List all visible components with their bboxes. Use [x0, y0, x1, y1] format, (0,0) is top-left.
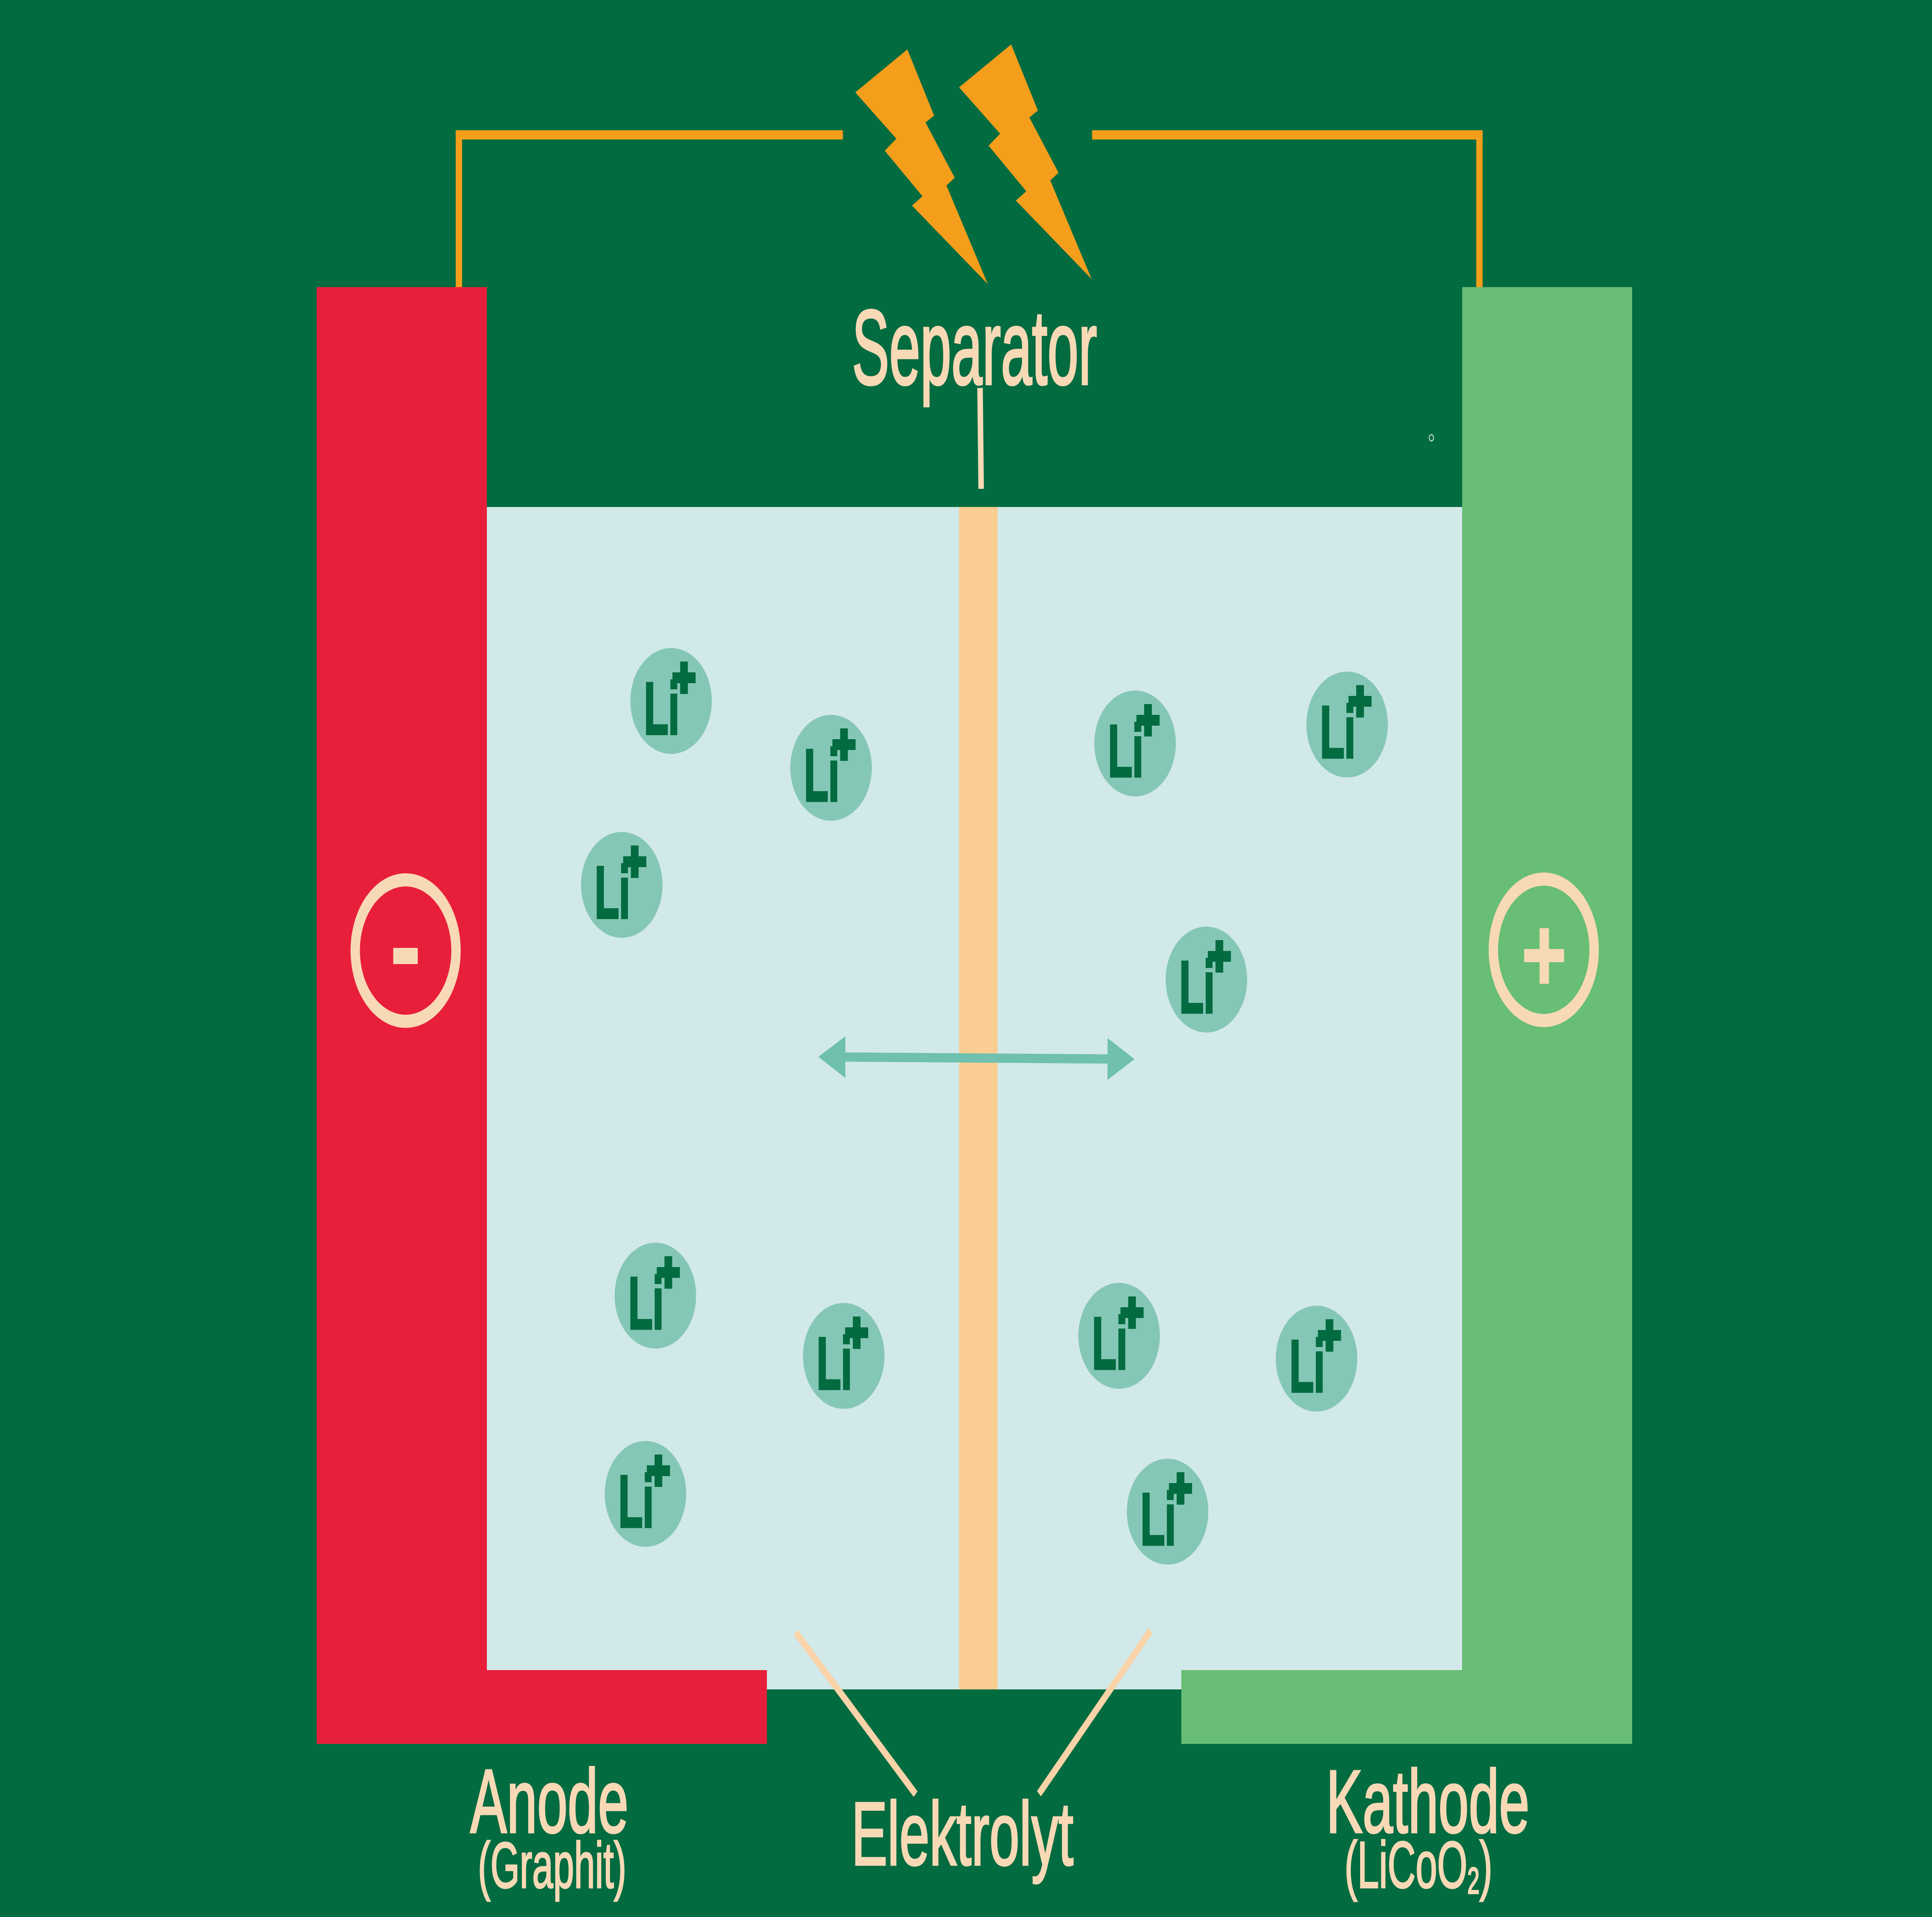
wire-right-horizontal [1092, 130, 1483, 139]
negative-terminal [350, 873, 461, 1028]
anode-material-label: (Graphit) [478, 1830, 626, 1902]
separator-pointer-line [977, 388, 984, 489]
li-ion [1078, 1283, 1160, 1389]
minus-icon [393, 948, 418, 964]
circuit-wire [456, 130, 1483, 287]
anode-electrode [316, 287, 767, 1744]
cathode-electrode [1181, 287, 1632, 1744]
li-ion [615, 1243, 696, 1349]
li-ion [630, 648, 712, 754]
li-ion [1127, 1459, 1208, 1565]
separator-label: Separator [852, 288, 1097, 407]
cathode-material-label: (LiCoO2) [1345, 1828, 1493, 1902]
separator-strip [959, 507, 998, 1689]
li-ion [1094, 691, 1176, 796]
li-ion [1276, 1306, 1357, 1412]
li-ion [581, 832, 663, 938]
anode-label: Anode [470, 1750, 628, 1851]
li-ion [803, 1303, 884, 1409]
cathode-material-close: ) [1480, 1828, 1492, 1902]
electrolyte-label: Elektrolyt [851, 1783, 1073, 1884]
cathode-material-open: (LiCoO [1345, 1828, 1468, 1902]
ion-flow-arrow [818, 1036, 1135, 1080]
wire-left-vertical [456, 130, 462, 287]
li-ion [605, 1441, 686, 1547]
plus-circle [1488, 873, 1599, 1027]
li-ion [790, 715, 872, 821]
cathode-material-subscript: 2 [1467, 1860, 1479, 1901]
lightning-bolt-icon [855, 49, 988, 284]
electrolyte-pointer-line-left [794, 1630, 918, 1797]
li-ion [1166, 927, 1247, 1032]
positive-terminal [1488, 873, 1599, 1027]
wire-left-horizontal [456, 130, 843, 139]
electrolyte-pointer-line-right [1037, 1628, 1153, 1796]
plus-icon [1524, 928, 1564, 984]
small-dot [1429, 434, 1434, 442]
li-ion [1306, 672, 1388, 777]
lightning-bolts [855, 44, 1092, 284]
minus-circle [350, 873, 461, 1028]
cathode-label: Kathode [1326, 1752, 1529, 1851]
wire-right-vertical [1476, 130, 1483, 287]
